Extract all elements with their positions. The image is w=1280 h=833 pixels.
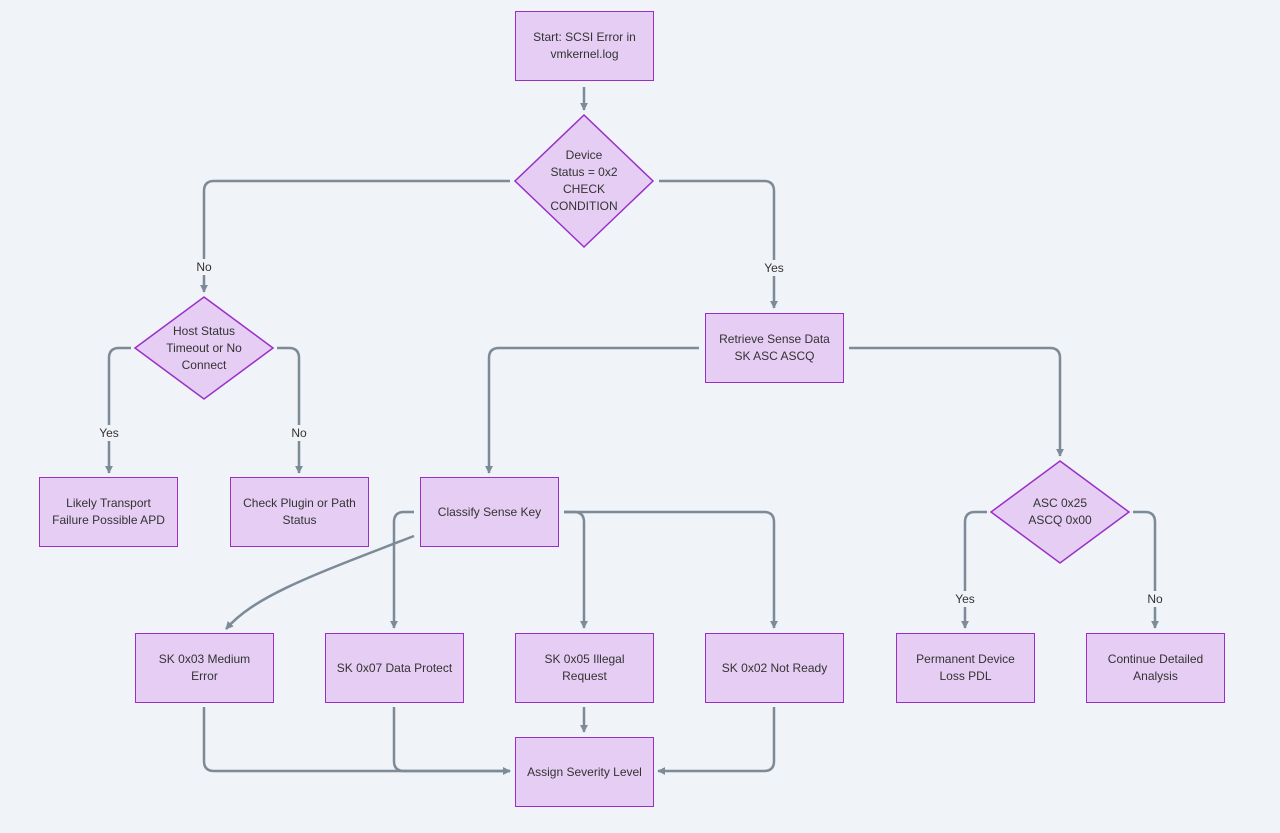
- node-classify-sense: Classify Sense Key: [420, 477, 559, 547]
- decision-host-status-label: Host Status Timeout or No Connect: [166, 323, 242, 372]
- edge-label-device-no: No: [193, 259, 215, 275]
- node-start-label: Start: SCSI Error in vmkernel.log: [533, 30, 636, 61]
- decision-asc: ASC 0x25 ASCQ 0x00: [1015, 487, 1105, 537]
- node-sk-illegal-label: SK 0x05 Illegal Request: [544, 652, 625, 683]
- decision-asc-label: ASC 0x25 ASCQ 0x00: [1028, 496, 1092, 527]
- edge-device-status-no: [200, 179, 510, 293]
- decision-diamond-host-status: [133, 296, 275, 400]
- edge-retrieve-to-asc: [849, 346, 1064, 457]
- edge-label-asc-no: No: [1144, 591, 1166, 607]
- edge-classify-to-data-protect: [390, 510, 414, 629]
- node-continue-analysis-label: Continue Detailed Analysis: [1107, 652, 1204, 683]
- node-severity-label: Assign Severity Level: [527, 764, 642, 779]
- edge-label-host-yes: Yes: [96, 425, 122, 441]
- edge-host-status-yes: [105, 346, 131, 474]
- decision-device-status: Device Status = 0x2 CHECK CONDITION: [544, 141, 624, 221]
- edge-data-protect-to-severity: [392, 707, 511, 775]
- node-transport-failure-label: Likely Transport Failure Possible APD: [52, 496, 165, 527]
- node-sk-medium: SK 0x03 Medium Error: [135, 633, 274, 703]
- node-sk-illegal: SK 0x05 Illegal Request: [515, 633, 654, 703]
- node-continue-analysis: Continue Detailed Analysis: [1086, 633, 1225, 703]
- decision-device-status-label: Device Status = 0x2 CHECK CONDITION: [550, 148, 618, 213]
- edge-not-ready-to-severity: [657, 707, 776, 775]
- node-retrieve-sense: Retrieve Sense Data SK ASC ASCQ: [705, 313, 844, 383]
- node-sk-not-ready: SK 0x02 Not Ready: [705, 633, 844, 703]
- edge-device-status-yes: [659, 179, 778, 309]
- node-severity: Assign Severity Level: [515, 737, 654, 807]
- node-sk-data-protect-label: SK 0x07 Data Protect: [336, 660, 453, 675]
- node-retrieve-sense-label: Retrieve Sense Data SK ASC ASCQ: [719, 332, 830, 363]
- node-check-plugin-label: Check Plugin or Path Status: [243, 496, 356, 527]
- node-pdl: Permanent Device Loss PDL: [896, 633, 1035, 703]
- decision-diamond-asc: [989, 460, 1131, 564]
- edge-classify-to-medium: [225, 534, 415, 630]
- edge-host-status-no: [277, 346, 303, 474]
- edge-asc-yes: [961, 510, 987, 629]
- node-classify-sense-label: Classify Sense Key: [437, 504, 542, 519]
- node-pdl-label: Permanent Device Loss PDL: [916, 652, 1015, 683]
- decision-host-status: Host Status Timeout or No Connect: [159, 318, 249, 378]
- node-start: Start: SCSI Error in vmkernel.log: [515, 11, 654, 81]
- node-sk-not-ready-label: SK 0x02 Not Ready: [721, 660, 828, 675]
- edge-classify-to-illegal: [564, 510, 588, 629]
- node-transport-failure: Likely Transport Failure Possible APD: [39, 477, 178, 547]
- edge-label-device-yes: Yes: [761, 260, 787, 276]
- edge-label-asc-yes: Yes: [952, 591, 978, 607]
- decision-diamond-device-status: [513, 113, 655, 249]
- edge-asc-no: [1133, 510, 1159, 629]
- edge-classify-to-not-ready: [564, 510, 778, 629]
- edge-label-host-no: No: [288, 425, 310, 441]
- edge-retrieve-to-classify: [485, 346, 699, 474]
- edge-medium-to-severity: [202, 707, 511, 775]
- node-check-plugin: Check Plugin or Path Status: [230, 477, 369, 547]
- node-sk-medium-label: SK 0x03 Medium Error: [158, 652, 251, 683]
- node-sk-data-protect: SK 0x07 Data Protect: [325, 633, 464, 703]
